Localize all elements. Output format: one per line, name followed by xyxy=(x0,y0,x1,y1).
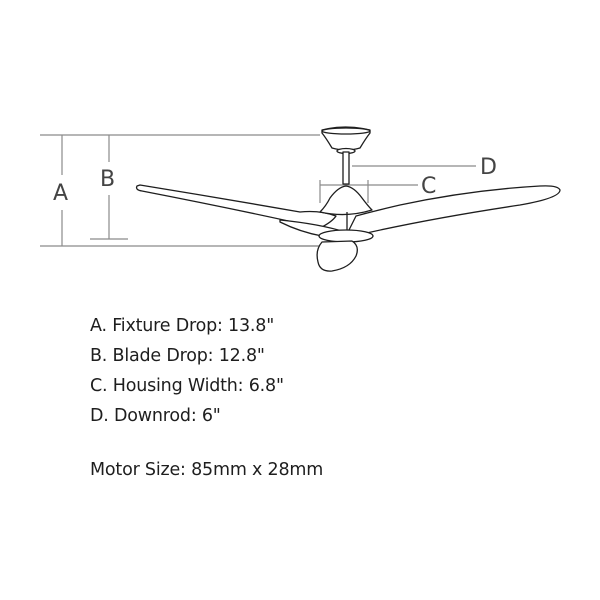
fan-dimension-diagram: A B C D xyxy=(40,126,561,272)
fan-motor-housing xyxy=(319,185,373,216)
dimension-label-d: D xyxy=(480,155,497,180)
fan-lower-blade xyxy=(316,240,358,272)
fan-downrod xyxy=(342,151,350,185)
spec-housing-width: C. Housing Width: 6.8" xyxy=(90,376,284,396)
dimension-label-a: A xyxy=(53,181,68,206)
dimension-spec-list: A. Fixture Drop: 13.8" B. Blade Drop: 12… xyxy=(90,311,284,431)
fan-light-kit xyxy=(318,229,374,243)
dimension-lines xyxy=(40,134,476,247)
fan-canopy xyxy=(321,126,371,151)
dimension-label-b: B xyxy=(100,167,115,192)
spec-downrod: D. Downrod: 6" xyxy=(90,406,221,426)
dimension-label-c: C xyxy=(421,174,436,199)
motor-size-text: Motor Size: 85mm x 28mm xyxy=(90,460,324,480)
spec-blade-drop: B. Blade Drop: 12.8" xyxy=(90,346,265,366)
fan-blade-left xyxy=(135,184,337,229)
spec-fixture-drop: A. Fixture Drop: 13.8" xyxy=(90,316,275,336)
ceiling-fan-drawing xyxy=(135,126,561,272)
fan-blade-right xyxy=(344,185,561,239)
